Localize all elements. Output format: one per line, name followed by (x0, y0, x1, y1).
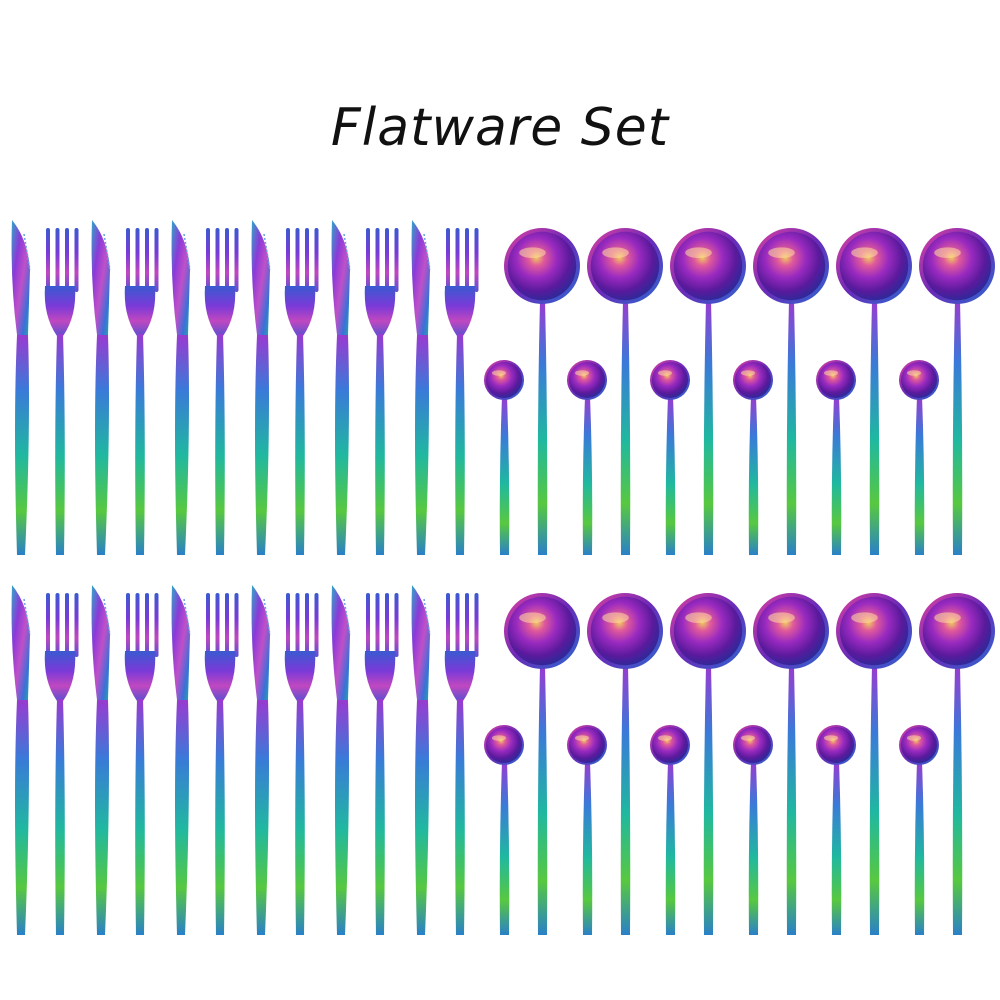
knife (11, 220, 31, 555)
fork (364, 228, 399, 555)
large-spoon (919, 228, 995, 555)
large-spoon (504, 228, 580, 555)
small-spoon (816, 360, 856, 555)
fork (44, 593, 79, 935)
knife (331, 585, 351, 935)
small-spoon (733, 360, 773, 555)
fork (124, 593, 159, 935)
fork (44, 228, 79, 555)
knife (411, 220, 431, 555)
large-spoon (670, 593, 746, 935)
fork (444, 228, 479, 555)
large-spoon (670, 228, 746, 555)
knife (331, 220, 351, 555)
fork (284, 593, 319, 935)
knife (171, 220, 191, 555)
fork (444, 593, 479, 935)
fork (284, 228, 319, 555)
knife (411, 585, 431, 935)
knife (91, 585, 111, 935)
knife (171, 585, 191, 935)
large-spoon (504, 593, 580, 935)
knife (251, 220, 271, 555)
small-spoon (567, 360, 607, 555)
small-spoon (650, 360, 690, 555)
knife (251, 585, 271, 935)
small-spoon (484, 725, 524, 935)
small-spoon (816, 725, 856, 935)
small-spoon (899, 360, 939, 555)
small-spoon (733, 725, 773, 935)
large-spoon (919, 593, 995, 935)
knife (91, 220, 111, 555)
small-spoon (567, 725, 607, 935)
fork (124, 228, 159, 555)
large-spoon (587, 228, 663, 555)
large-spoon (753, 593, 829, 935)
knife (11, 585, 31, 935)
fork (204, 593, 239, 935)
large-spoon (836, 593, 912, 935)
small-spoon (899, 725, 939, 935)
large-spoon (753, 228, 829, 555)
page-title: Flatware Set (330, 98, 670, 158)
small-spoon (484, 360, 524, 555)
fork (204, 228, 239, 555)
large-spoon (587, 593, 663, 935)
small-spoon (650, 725, 690, 935)
large-spoon (836, 228, 912, 555)
fork (364, 593, 399, 935)
